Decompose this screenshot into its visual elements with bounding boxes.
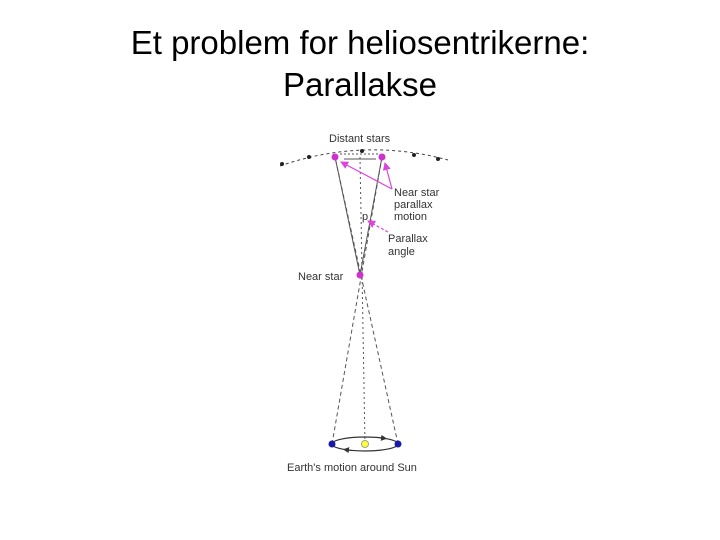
near-star-label: Near star <box>298 271 344 283</box>
distant-star <box>412 153 416 157</box>
sight-line-solid <box>334 156 361 276</box>
near-star-apparent-right <box>378 153 386 161</box>
title-line-2: Parallakse <box>282 66 438 103</box>
sight-line <box>331 156 383 445</box>
sun-line <box>359 156 366 445</box>
distant-star <box>360 149 364 153</box>
earth-position-right <box>394 440 402 448</box>
sun-dot <box>361 440 369 448</box>
near-star-motion-label-3: motion <box>394 211 427 223</box>
motion-callout-arrow <box>382 162 393 190</box>
distant-stars-label: Distant stars <box>329 133 391 145</box>
sight-line-solid <box>359 156 383 276</box>
parallax-symbol: p <box>362 211 368 223</box>
parallax-angle-label-1: Parallax <box>388 233 428 245</box>
angle-callout-arrow <box>367 220 389 233</box>
distant-star <box>307 155 311 159</box>
distant-star <box>436 157 440 161</box>
earth-position-left <box>328 440 336 448</box>
orbit-arrow <box>343 447 353 454</box>
title-line-1: Et problem for heliosentrikerne: <box>130 24 590 61</box>
motion-callout-arrow <box>340 161 393 190</box>
near-star-motion-label-1: Near star <box>394 187 440 199</box>
near-star-motion-label-2: parallax <box>394 199 433 211</box>
parallax-angle-label-2: angle <box>388 246 415 258</box>
orbit-arrow <box>377 434 387 441</box>
slide-title: Et problem for heliosentrikerne: Paralla… <box>0 22 720 106</box>
earth-motion-label: Earth's motion around Sun <box>287 462 417 474</box>
distant-stars-arc <box>279 149 449 167</box>
near-star-apparent-left <box>331 153 339 161</box>
distant-star <box>280 162 284 166</box>
near-star-dot <box>356 271 364 279</box>
